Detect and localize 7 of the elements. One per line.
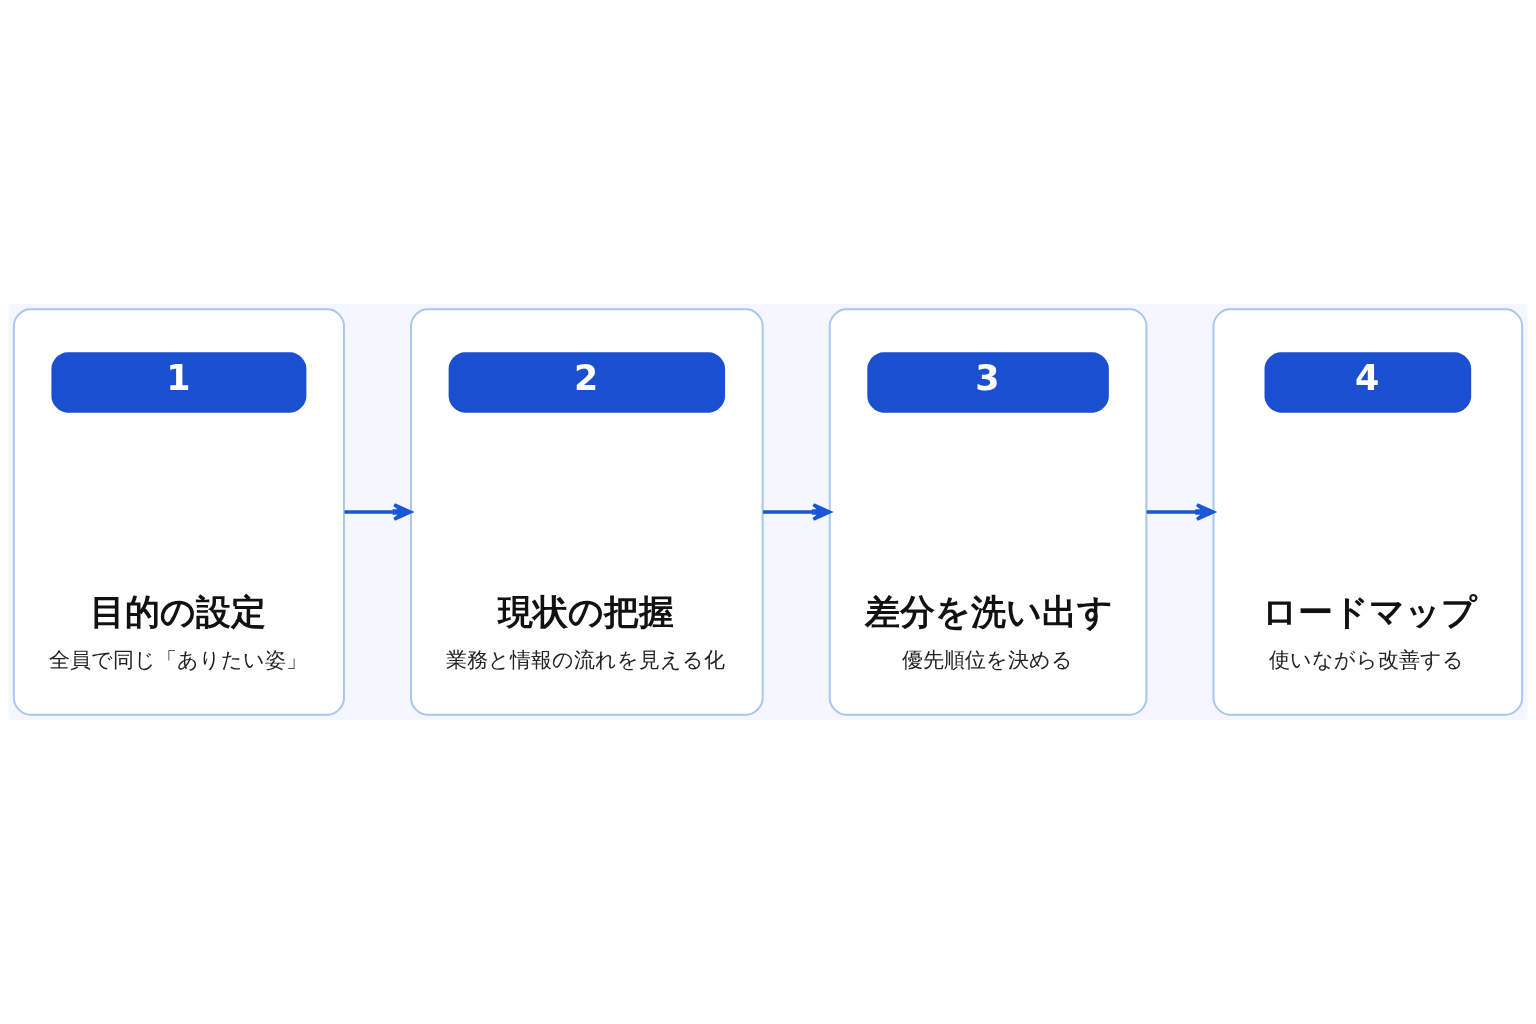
node-box: 2 現状の把握 業務と情報の流れを見える化 <box>410 308 764 716</box>
arrow <box>1146 503 1215 521</box>
arrow <box>763 503 832 521</box>
node-box: 3 差分を洗い出す 優先順位を決める <box>828 308 1148 716</box>
node-box: 1 目的の設定 全員で同じ「ありたい姿」 <box>12 308 345 716</box>
arrow <box>344 503 413 521</box>
node-box: 4 ロードマップ 使いながら改善する <box>1212 308 1524 716</box>
